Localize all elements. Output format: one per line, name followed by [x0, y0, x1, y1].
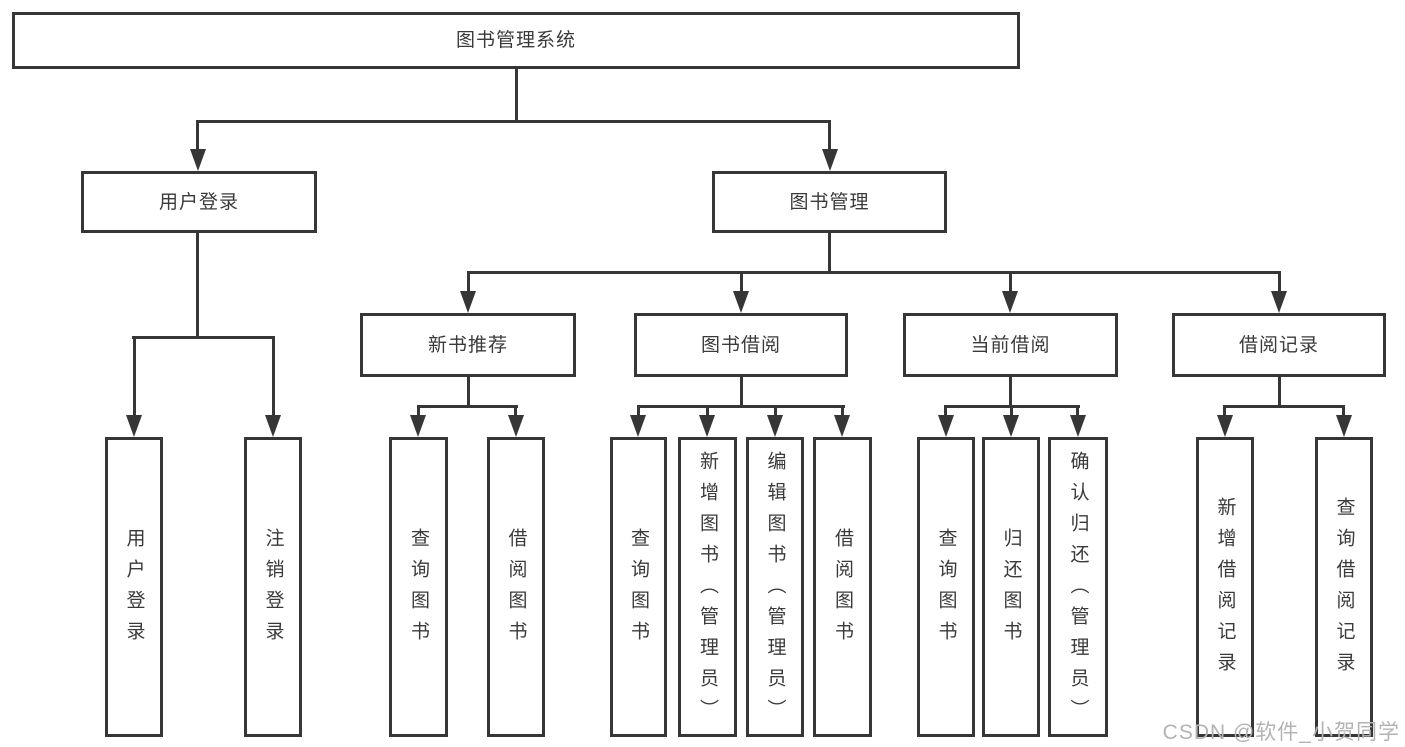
arrow-down-icon	[265, 415, 281, 437]
connector-book-mgmt-drop	[828, 233, 831, 271]
arrow-down-icon	[410, 415, 426, 437]
node-leaf-edit-book-admin: 编辑图书（管理员）	[746, 437, 804, 737]
arrow-down-icon	[1002, 291, 1018, 313]
csdn-watermark: CSDN @软件_小贺同学	[1162, 721, 1400, 744]
connector-level2-bus	[196, 120, 831, 123]
node-new-book-recommendation: 新书推荐	[360, 313, 576, 377]
connector-to-user-login	[196, 120, 199, 151]
connector-to-leaf	[1076, 405, 1079, 419]
arrow-down-icon	[1003, 415, 1019, 437]
arrow-down-icon	[767, 415, 783, 437]
arrow-down-icon	[1336, 415, 1352, 437]
connector-to-leaf	[133, 336, 136, 417]
connector-new-book-rec-bus	[417, 405, 518, 408]
connector-to-leaf	[1342, 405, 1345, 419]
connector-to-leaf	[417, 405, 420, 419]
connector-to-new-book-rec	[467, 271, 470, 293]
connector-to-leaf	[1010, 405, 1013, 419]
node-user-login: 用户登录	[81, 171, 317, 233]
node-leaf-user-login: 用户登录	[105, 437, 163, 737]
node-leaf-borrow-books-2: 借阅图书	[813, 437, 872, 737]
connector-to-leaf	[514, 405, 517, 419]
node-leaf-logout: 注销登录	[244, 437, 302, 737]
connector-user-login-drop	[196, 233, 199, 336]
node-leaf-borrow-books-1: 借阅图书	[487, 437, 545, 737]
connector-to-leaf	[1223, 405, 1226, 419]
node-current-borrowing: 当前借阅	[903, 313, 1118, 377]
connector-to-leaf	[637, 405, 640, 419]
connector-to-leaf	[774, 405, 777, 419]
node-leaf-query-books-2: 查询图书	[610, 437, 667, 737]
arrow-down-icon	[733, 291, 749, 313]
arrow-down-icon	[834, 415, 850, 437]
node-leaf-confirm-return-admin: 确认归还（管理员）	[1048, 437, 1108, 737]
connector-user-login-bus	[132, 336, 275, 339]
arrow-down-icon	[1217, 415, 1233, 437]
connector-to-book-management	[828, 120, 831, 151]
arrow-down-icon	[822, 149, 838, 171]
node-book-management: 图书管理	[712, 171, 947, 233]
connector-new-book-rec-drop	[467, 377, 470, 405]
connector-book-borrowing-bus	[637, 405, 845, 408]
node-leaf-query-books-3: 查询图书	[917, 437, 975, 737]
node-leaf-return-book: 归还图书	[982, 437, 1040, 737]
node-library-management-system: 图书管理系统	[12, 12, 1020, 69]
arrow-down-icon	[460, 291, 476, 313]
arrow-down-icon	[1271, 291, 1287, 313]
connector-to-current-borrowing	[1009, 271, 1012, 293]
node-borrowing-records: 借阅记录	[1172, 313, 1386, 377]
arrow-down-icon	[190, 149, 206, 171]
arrow-down-icon	[126, 415, 142, 437]
connector-to-leaf	[841, 405, 844, 419]
connector-level3-bus	[467, 271, 1281, 274]
arrow-down-icon	[938, 415, 954, 437]
arrow-down-icon	[630, 415, 646, 437]
connector-to-borrowing-records	[1278, 271, 1281, 293]
node-book-borrowing: 图书借阅	[634, 313, 848, 377]
arrow-down-icon	[508, 415, 524, 437]
connector-to-leaf	[272, 336, 275, 417]
arrow-down-icon	[699, 415, 715, 437]
connector-to-book-borrowing	[740, 271, 743, 293]
connector-root-drop	[515, 69, 518, 120]
connector-book-borrowing-drop	[740, 377, 743, 405]
connector-to-leaf	[706, 405, 709, 419]
arrow-down-icon	[1070, 415, 1086, 437]
connector-borrowing-records-bus	[1223, 405, 1345, 408]
connector-current-borrowing-drop	[1009, 377, 1012, 405]
node-leaf-query-borrow-record: 查询借阅记录	[1315, 437, 1373, 737]
connector-to-leaf	[944, 405, 947, 419]
node-leaf-add-book-admin: 新增图书（管理员）	[678, 437, 737, 737]
node-leaf-add-borrow-record: 新增借阅记录	[1196, 437, 1254, 737]
connector-borrowing-records-drop	[1278, 377, 1281, 405]
node-leaf-query-books-1: 查询图书	[389, 437, 448, 737]
